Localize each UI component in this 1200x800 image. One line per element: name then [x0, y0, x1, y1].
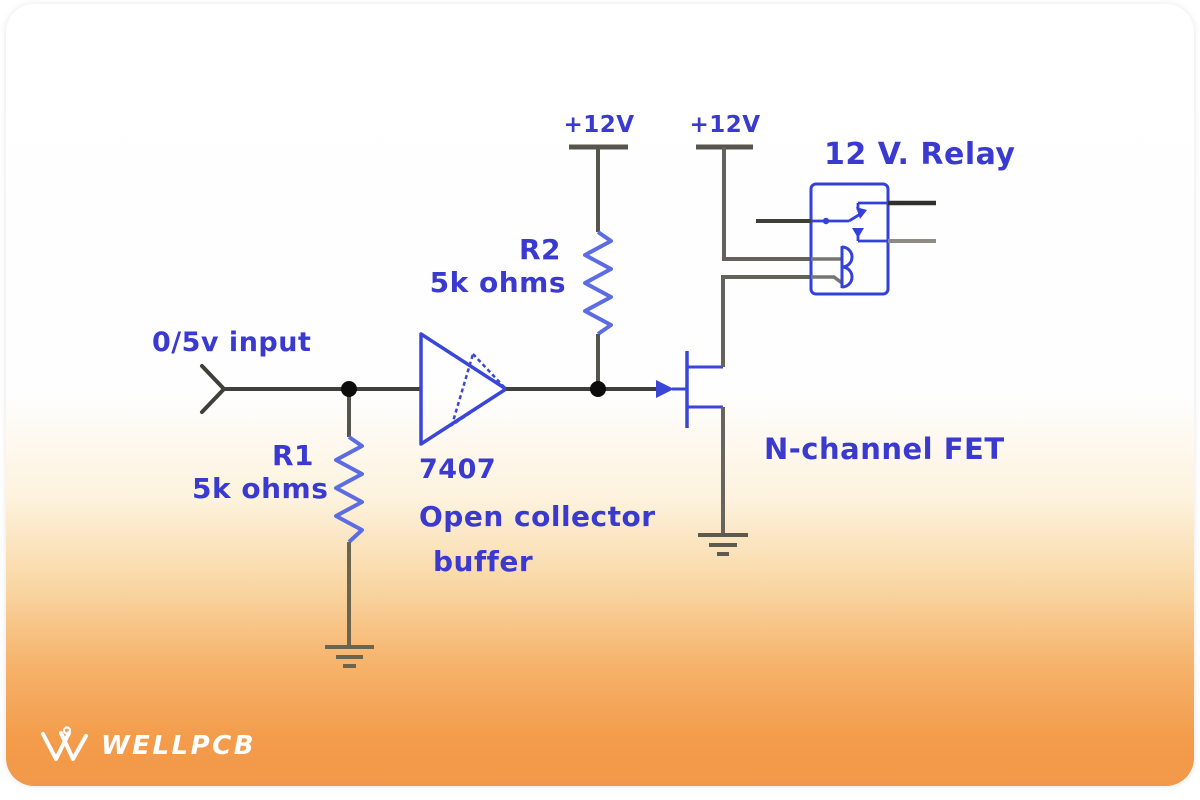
supply-left-label: +12V: [563, 112, 635, 138]
junction-dot-buffer-out: [590, 381, 606, 397]
input-connector-icon: [200, 364, 421, 414]
supply-right-label: +12V: [689, 112, 761, 138]
power-rail-right-icon: [696, 144, 811, 261]
nfet-symbol: [656, 351, 723, 428]
power-rail-left-icon: [569, 144, 628, 232]
circuit-schematic: [200, 144, 936, 668]
ground-icon-r1: [325, 645, 374, 668]
relay-label: 12 V. Relay: [824, 137, 1016, 172]
resistor-r1-symbol: [334, 389, 364, 645]
wellpcb-logo-text: WELLPCB: [101, 731, 257, 761]
r1-name-label: R1: [271, 439, 314, 472]
input-label: 0/5v input: [152, 327, 312, 358]
r2-value-label: 5k ohms: [429, 266, 566, 299]
buffer-triangle-symbol: [419, 332, 508, 446]
r2-name-label: R2: [518, 233, 561, 266]
buffer-desc-line1: Open collector: [419, 500, 656, 533]
buffer-desc-line2: buffer: [433, 545, 534, 578]
wellpcb-logo-icon: [41, 726, 88, 761]
r1-value-label: 5k ohms: [192, 472, 329, 505]
resistor-r2-symbol: [583, 230, 613, 389]
buffer-part-label: 7407: [419, 454, 497, 485]
circuit-card: +12V +12V 12 V. Relay R2 5k ohms 0/5v in…: [6, 4, 1194, 786]
fet-label: N-channel FET: [764, 432, 1005, 466]
ground-icon-fet: [698, 533, 748, 556]
wire-fet-drain-to-coil: [721, 275, 811, 367]
wellpcb-logo: WELLPCB: [40, 726, 256, 766]
junction-dot-input: [341, 381, 357, 397]
